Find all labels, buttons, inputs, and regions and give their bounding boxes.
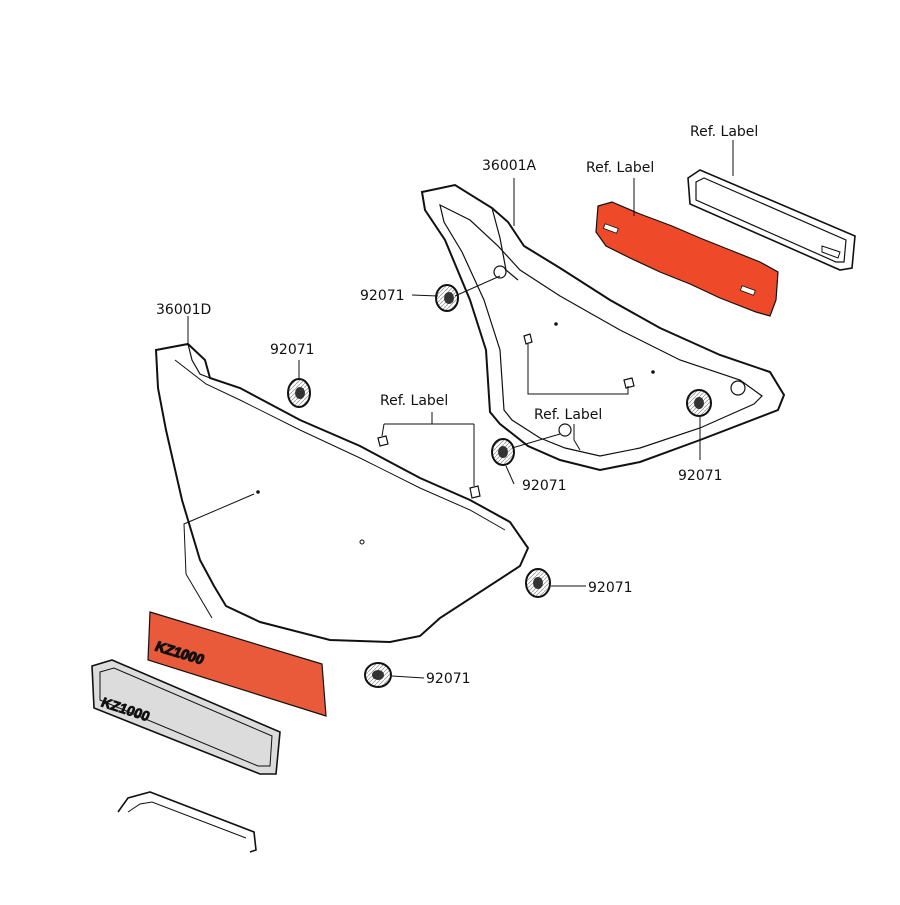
- callout-labels: 36001A Ref. Label Ref. Label 36001D 9207…: [156, 124, 758, 687]
- grommet-right-lower-2: [491, 438, 515, 466]
- label-36001a: 36001A: [482, 158, 537, 174]
- grommet-bottom-1: [525, 568, 551, 598]
- label-grommet-right-lower-1: 92071: [678, 468, 723, 484]
- label-ref-red-sticker: Ref. Label: [586, 160, 654, 176]
- partial-next-part: [117, 791, 257, 853]
- label-grommet-upper-left: 92071: [360, 288, 405, 304]
- label-grommet-bottom-1: 92071: [588, 580, 633, 596]
- ref-label-sticker-highlighted: [595, 201, 779, 317]
- grommet-right-lower-1: [686, 389, 712, 417]
- label-36001d: 36001D: [156, 302, 211, 318]
- side-cover-36001d: [154, 342, 530, 644]
- leader-lines: [183, 140, 734, 679]
- grommet-bottom-2: [364, 662, 392, 688]
- ref-label-frame-top-right: [687, 169, 856, 271]
- grommet-left-cover: [287, 378, 311, 408]
- label-ref-top-right: Ref. Label: [690, 124, 758, 140]
- ref-label-markers: [377, 333, 635, 499]
- label-ref-center: Ref. Label: [380, 393, 448, 409]
- label-grommet-bottom-2: 92071: [426, 671, 471, 687]
- label-ref-lower: Ref. Label: [534, 407, 602, 423]
- red-kz1000-emblem: KZ1000: [147, 611, 327, 717]
- label-grommet-left-cover: 92071: [270, 342, 315, 358]
- grommet-upper-left: [435, 284, 459, 312]
- label-grommet-right-lower-2: 92071: [522, 478, 567, 494]
